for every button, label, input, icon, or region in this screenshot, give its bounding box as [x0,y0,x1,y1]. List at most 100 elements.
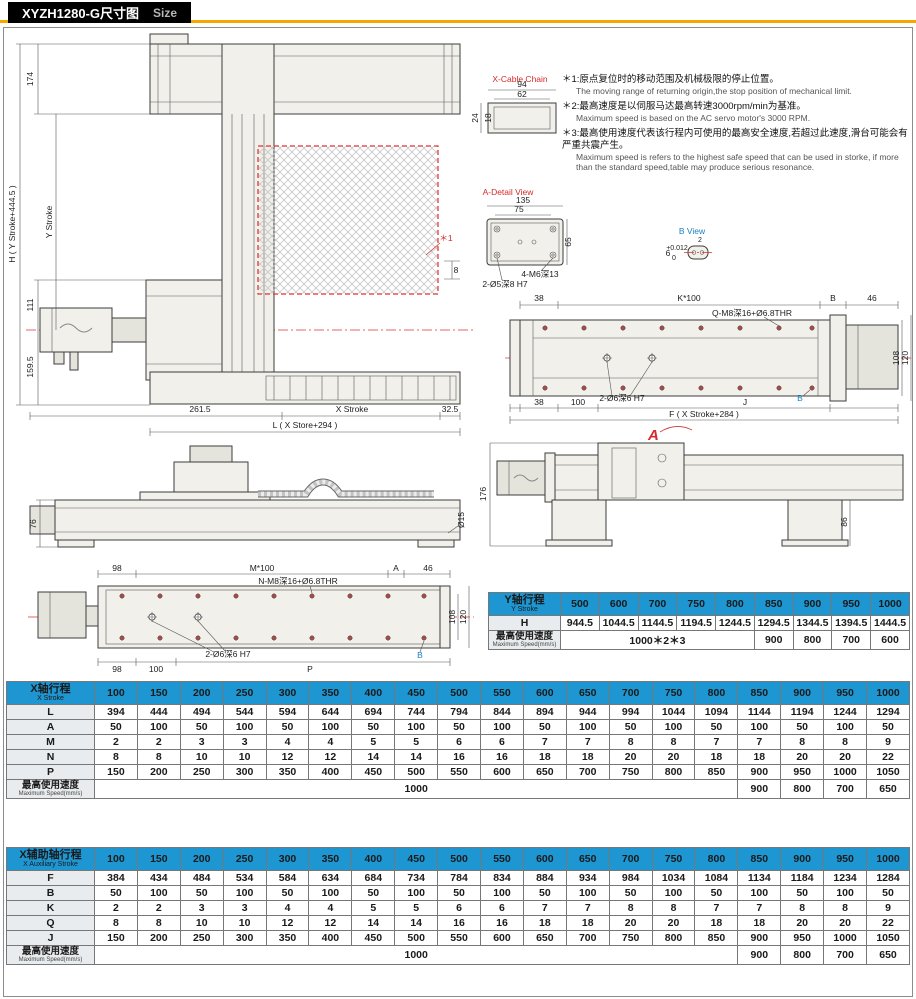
table-cell: 3 [222,733,267,750]
table-cell: 300 [222,929,267,946]
table-cell: 8 [608,733,653,750]
dim-label: 24 [470,113,480,123]
table-cell: 850 [694,763,739,780]
table-cell: 784 [437,869,482,886]
table-cell: 2 [94,733,138,750]
table-cell: 944 [565,703,610,720]
table-cell: 4 [265,899,310,916]
table-cell: 100 [737,884,782,901]
table-cell: 700 [565,763,610,780]
stroke-header: 900 [792,592,833,616]
note-ref-1: ＊1 [439,233,453,243]
stroke-header: 800 [694,681,739,705]
table-cell: 18 [737,748,782,765]
table-cell: 8 [651,733,696,750]
a-detail-title: A-Detail View [483,187,535,197]
table-cell: 50 [522,884,567,901]
table-cell: 50 [437,884,482,901]
table-cell: 650 [866,778,910,800]
table-cell: 600 [480,763,524,780]
dim-label: 32.5 [442,404,459,414]
stroke-header: 400 [351,847,396,871]
table-cell: 50 [265,718,310,735]
table-cell: 1294 [866,703,910,720]
table-cell: 7 [694,733,739,750]
row-label: A [6,718,95,735]
table-cell: 16 [437,914,482,931]
table-cell: 984 [608,869,653,886]
dim-label: Ø15 [456,512,466,528]
stroke-header: 500 [437,847,482,871]
table-cell: 900 [737,944,782,966]
stroke-header: 1000 [866,847,910,871]
table-cell: 18 [737,914,782,931]
dim-label: 111 [25,298,35,311]
table-cell: 4 [308,733,353,750]
stroke-header: 700 [637,592,678,616]
table-cell: 694 [351,703,396,720]
row-label: Q [6,914,95,931]
dim-label: Q-M8深16+Ø6.8THR [712,308,792,318]
dim-label: 159.5 [25,356,35,378]
dim-label: 108 [447,610,457,624]
table-cell: 3 [179,733,224,750]
stroke-header: 350 [308,847,353,871]
dim-label: X Stroke [336,404,369,414]
page-subtitle: Size [153,5,178,20]
row-label: P [6,763,95,780]
dim-label: 98 [112,664,122,674]
dim-label: 8 [454,265,459,275]
table-cell: 1394.5 [831,614,872,631]
stroke-header: 900 [780,847,825,871]
dim-label: 76 [28,519,38,529]
stroke-header: 700 [608,681,653,705]
table-cell: 20 [823,914,868,931]
table-cell: 900 [753,629,794,651]
table-cell: 1234 [823,869,868,886]
note-3: ＊3:最高使用速度代表该行程内可使用的最高安全速度,若超过此速度,滑台可能会有严… [562,128,912,172]
table-cell: 1044 [651,703,696,720]
stroke-header: 400 [351,681,396,705]
stroke-header: 550 [480,681,524,705]
stroke-header: 250 [222,847,267,871]
dim-label: P [307,664,313,674]
a-detail-view: A-Detail View 135 75 65 4-M6深13 2-Ø5深8 H… [482,187,573,289]
note-3-zh: ＊3:最高使用速度代表该行程内可使用的最高安全速度,若超过此速度,滑台可能会有严… [562,128,908,151]
table-cell: 50 [694,718,739,735]
dim-label: 98 [112,563,122,573]
stroke-header: 850 [737,847,782,871]
table-cell: 700 [823,944,868,966]
stroke-header: 150 [136,847,181,871]
table-cell: 650 [522,929,567,946]
dim-label: 18 [483,113,493,123]
stroke-header: 300 [265,681,310,705]
table-cell: 20 [780,748,825,765]
speed-main: 1000 [93,778,739,800]
table-cell: 950 [780,763,825,780]
dim-label: 108 [891,351,901,365]
table-cell: 600 [870,629,910,651]
table-cell: 800 [780,944,825,966]
table-cell: 2 [136,733,181,750]
table-cell: 5 [351,733,396,750]
table-cell: 1084 [694,869,739,886]
table-cell: 100 [136,718,181,735]
brand-logo [59,323,93,333]
table-cell: 50 [780,718,825,735]
table-cell: 850 [694,929,739,946]
table-cell: 884 [522,869,567,886]
front-view-drawing: 174 H ( Y Stroke+444.5 ) Y Stroke 111 15… [7,33,474,436]
stroke-header: 950 [831,592,872,616]
table-cell: 650 [866,944,910,966]
table-cell: 8 [823,899,868,916]
table-cell: 18 [522,914,567,931]
